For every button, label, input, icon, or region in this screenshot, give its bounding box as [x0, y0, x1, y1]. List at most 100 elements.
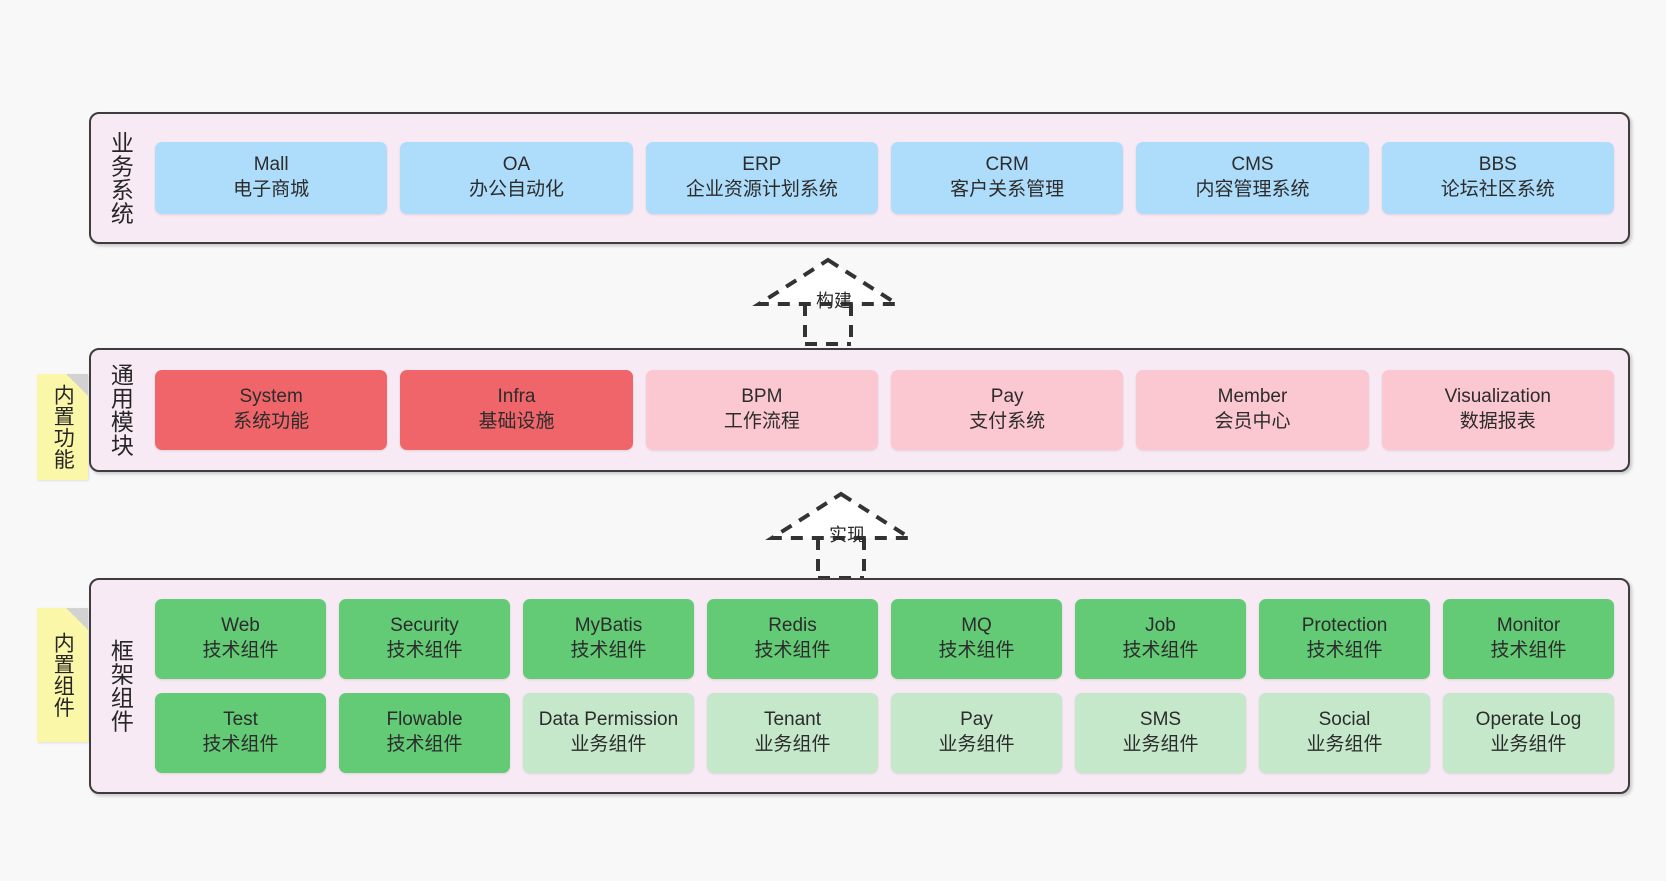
card-security-desc: 技术组件 — [386, 640, 463, 661]
layer-title-framework-component: 框架组件 — [107, 639, 134, 733]
card-member-name: Member — [1217, 386, 1288, 408]
card-data-permission-name: Data Permission — [538, 709, 679, 731]
card-security-name: Security — [390, 615, 459, 637]
layer-title-business-system: 业务系统 — [107, 131, 134, 225]
card-bpm-desc: 工作流程 — [723, 411, 800, 432]
card-crm-name: CRM — [985, 154, 1029, 176]
card-cms-desc: 内容管理系统 — [1195, 179, 1310, 200]
card-protection-name: Protection — [1301, 615, 1388, 637]
card-redis-desc: 技术组件 — [754, 640, 831, 661]
arrow-implement-label: 实现 — [829, 525, 865, 545]
card-member-desc: 会员中心 — [1214, 411, 1291, 432]
layer-common-module: 通用模块 System 系统功能 Infra 基础设施 BPM 工作流程 Pay… — [89, 348, 1630, 472]
card-data-permission[interactable]: Data Permission 业务组件 — [523, 693, 694, 773]
framework-row-business: Test 技术组件 Flowable 技术组件 Data Permission … — [155, 693, 1614, 773]
note-builtin-component-text: 内置组件 — [51, 632, 75, 718]
card-test-desc: 技术组件 — [202, 734, 279, 755]
card-sms-name: SMS — [1139, 709, 1182, 731]
card-web[interactable]: Web 技术组件 — [155, 599, 326, 679]
card-erp[interactable]: ERP 企业资源计划系统 — [645, 142, 878, 214]
card-flowable-name: Flowable — [386, 709, 463, 731]
card-bbs-desc: 论坛社区系统 — [1440, 179, 1555, 200]
card-redis-name: Redis — [768, 615, 817, 637]
card-infra-name: Infra — [497, 386, 536, 408]
card-web-desc: 技术组件 — [202, 640, 279, 661]
card-visualization-desc: 数据报表 — [1459, 411, 1536, 432]
arrow-build-icon — [752, 257, 904, 346]
card-mq[interactable]: MQ 技术组件 — [891, 599, 1062, 679]
card-monitor-name: Monitor — [1496, 615, 1561, 637]
card-system-desc: 系统功能 — [233, 411, 310, 432]
card-erp-desc: 企业资源计划系统 — [685, 179, 838, 200]
card-oa[interactable]: OA 办公自动化 — [400, 142, 633, 214]
card-mall[interactable]: Mall 电子商城 — [155, 142, 388, 214]
card-mq-desc: 技术组件 — [938, 640, 1015, 661]
card-cms-name: CMS — [1231, 154, 1274, 176]
card-bbs-name: BBS — [1478, 154, 1517, 176]
card-member[interactable]: Member 会员中心 — [1136, 370, 1369, 450]
card-tenant-desc: 业务组件 — [754, 734, 831, 755]
card-sms[interactable]: SMS 业务组件 — [1075, 693, 1246, 773]
layer-business-system: 业务系统 Mall 电子商城 OA 办公自动化 ERP 企业资源计划系统 CRM… — [89, 112, 1630, 244]
card-operate-log[interactable]: Operate Log 业务组件 — [1443, 693, 1614, 773]
card-data-permission-desc: 业务组件 — [570, 734, 647, 755]
card-oa-name: OA — [502, 154, 531, 176]
card-social-desc: 业务组件 — [1306, 734, 1383, 755]
card-pay-module-desc: 支付系统 — [969, 411, 1046, 432]
card-visualization[interactable]: Visualization 数据报表 — [1381, 370, 1614, 450]
card-pay-module[interactable]: Pay 支付系统 — [890, 370, 1124, 450]
card-tenant[interactable]: Tenant 业务组件 — [707, 693, 878, 773]
card-security[interactable]: Security 技术组件 — [339, 599, 510, 679]
card-cms[interactable]: CMS 内容管理系统 — [1136, 142, 1369, 214]
framework-row-technical: Web 技术组件 Security 技术组件 MyBatis 技术组件 Redi… — [155, 599, 1614, 679]
card-system[interactable]: System 系统功能 — [155, 370, 388, 450]
card-job-name: Job — [1145, 615, 1176, 637]
card-bpm[interactable]: BPM 工作流程 — [645, 370, 878, 450]
card-sms-desc: 业务组件 — [1122, 734, 1199, 755]
layer-framework-component: 框架组件 Web 技术组件 Security 技术组件 MyBatis 技术组件… — [89, 578, 1630, 794]
card-mq-name: MQ — [961, 615, 992, 637]
card-monitor[interactable]: Monitor 技术组件 — [1443, 599, 1614, 679]
card-visualization-name: Visualization — [1444, 386, 1551, 408]
card-erp-name: ERP — [742, 154, 782, 176]
business-system-card-list: Mall 电子商城 OA 办公自动化 ERP 企业资源计划系统 CRM 客户关系… — [141, 114, 1628, 242]
card-mall-name: Mall — [253, 154, 289, 176]
card-pay-component-name: Pay — [960, 709, 993, 731]
card-redis[interactable]: Redis 技术组件 — [707, 599, 878, 679]
card-test-name: Test — [223, 709, 258, 731]
card-job-desc: 技术组件 — [1122, 640, 1199, 661]
card-infra[interactable]: Infra 基础设施 — [400, 370, 633, 450]
common-module-card-list: System 系统功能 Infra 基础设施 BPM 工作流程 Pay 支付系统… — [141, 350, 1628, 470]
framework-component-card-list: Web 技术组件 Security 技术组件 MyBatis 技术组件 Redi… — [141, 580, 1628, 792]
card-crm-desc: 客户关系管理 — [950, 179, 1065, 200]
card-social[interactable]: Social 业务组件 — [1259, 693, 1430, 773]
card-mybatis[interactable]: MyBatis 技术组件 — [523, 599, 694, 679]
note-builtin-component: 内置组件 — [37, 608, 88, 742]
card-crm[interactable]: CRM 客户关系管理 — [890, 142, 1124, 214]
card-oa-desc: 办公自动化 — [468, 179, 564, 200]
card-test[interactable]: Test 技术组件 — [155, 693, 326, 773]
card-bpm-name: BPM — [741, 386, 783, 408]
arrow-build: 构建 — [752, 257, 904, 346]
note-builtin-function-text: 内置功能 — [51, 384, 75, 470]
card-operate-log-name: Operate Log — [1475, 709, 1582, 731]
card-flowable[interactable]: Flowable 技术组件 — [339, 693, 510, 773]
card-mybatis-name: MyBatis — [574, 615, 643, 637]
card-bbs[interactable]: BBS 论坛社区系统 — [1381, 142, 1614, 214]
card-mall-desc: 电子商城 — [233, 179, 310, 200]
card-web-name: Web — [221, 615, 260, 637]
card-social-name: Social — [1318, 709, 1371, 731]
arrow-implement: 实现 — [765, 491, 917, 580]
card-system-name: System — [239, 386, 303, 408]
card-tenant-name: Tenant — [763, 709, 822, 731]
card-flowable-desc: 技术组件 — [386, 734, 463, 755]
card-protection[interactable]: Protection 技术组件 — [1259, 599, 1430, 679]
arrow-build-label: 构建 — [816, 291, 852, 311]
card-operate-log-desc: 业务组件 — [1490, 734, 1567, 755]
card-pay-component-desc: 业务组件 — [938, 734, 1015, 755]
card-mybatis-desc: 技术组件 — [570, 640, 647, 661]
card-protection-desc: 技术组件 — [1306, 640, 1383, 661]
card-job[interactable]: Job 技术组件 — [1075, 599, 1246, 679]
note-builtin-function: 内置功能 — [37, 374, 88, 480]
card-pay-component[interactable]: Pay 业务组件 — [891, 693, 1062, 773]
